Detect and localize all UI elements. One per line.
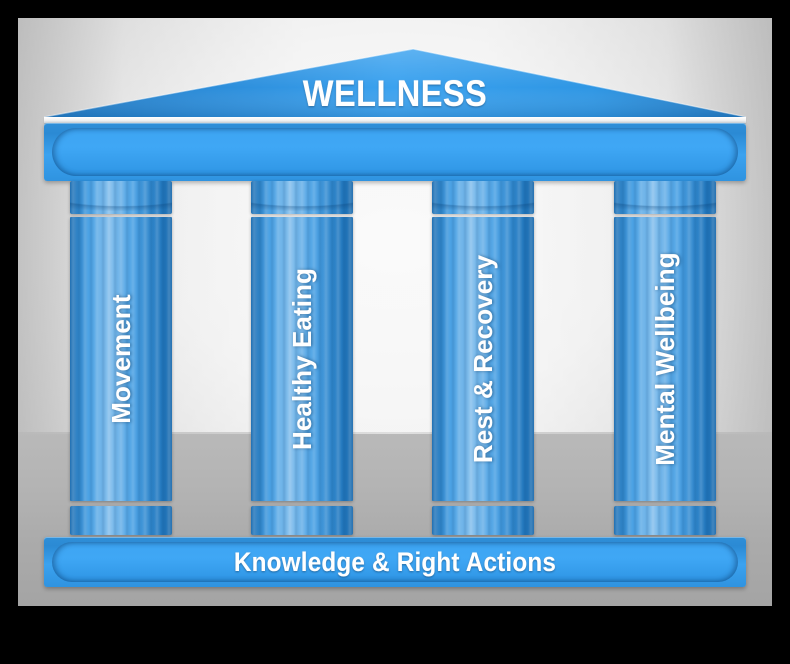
pediment-triangle-icon (44, 48, 746, 119)
entablature-beam (44, 123, 746, 181)
pillar-shaft (432, 217, 534, 501)
pillar-capital (70, 181, 172, 214)
pillar-healthy-eating[interactable]: Healthy Eating (251, 181, 353, 535)
pillar-mental-wellbeing[interactable]: Mental Wellbeing (614, 181, 716, 535)
pillar-base (251, 506, 353, 535)
foundation-inner-panel (52, 542, 738, 582)
pillar-shaft (614, 217, 716, 501)
pillar-capital (251, 181, 353, 214)
infographic-canvas: WELLNESS Movement Healthy Eating Rest & … (18, 18, 772, 606)
pillar-capital (432, 181, 534, 214)
pillar-base (432, 506, 534, 535)
pillar-base (614, 506, 716, 535)
pillar-rest-recovery[interactable]: Rest & Recovery (432, 181, 534, 535)
pillar-base (70, 506, 172, 535)
pillar-shaft (70, 217, 172, 501)
floor-edge-highlight (18, 432, 772, 434)
pediment-roof (44, 31, 746, 119)
page-title: WELLNESS (302, 73, 488, 114)
entablature-inner-panel (52, 128, 738, 176)
foundation-beam (44, 537, 746, 587)
pillar-capital (614, 181, 716, 214)
cornice-strip (44, 117, 746, 123)
pillar-movement[interactable]: Movement (70, 181, 172, 535)
pillar-shaft (251, 217, 353, 501)
